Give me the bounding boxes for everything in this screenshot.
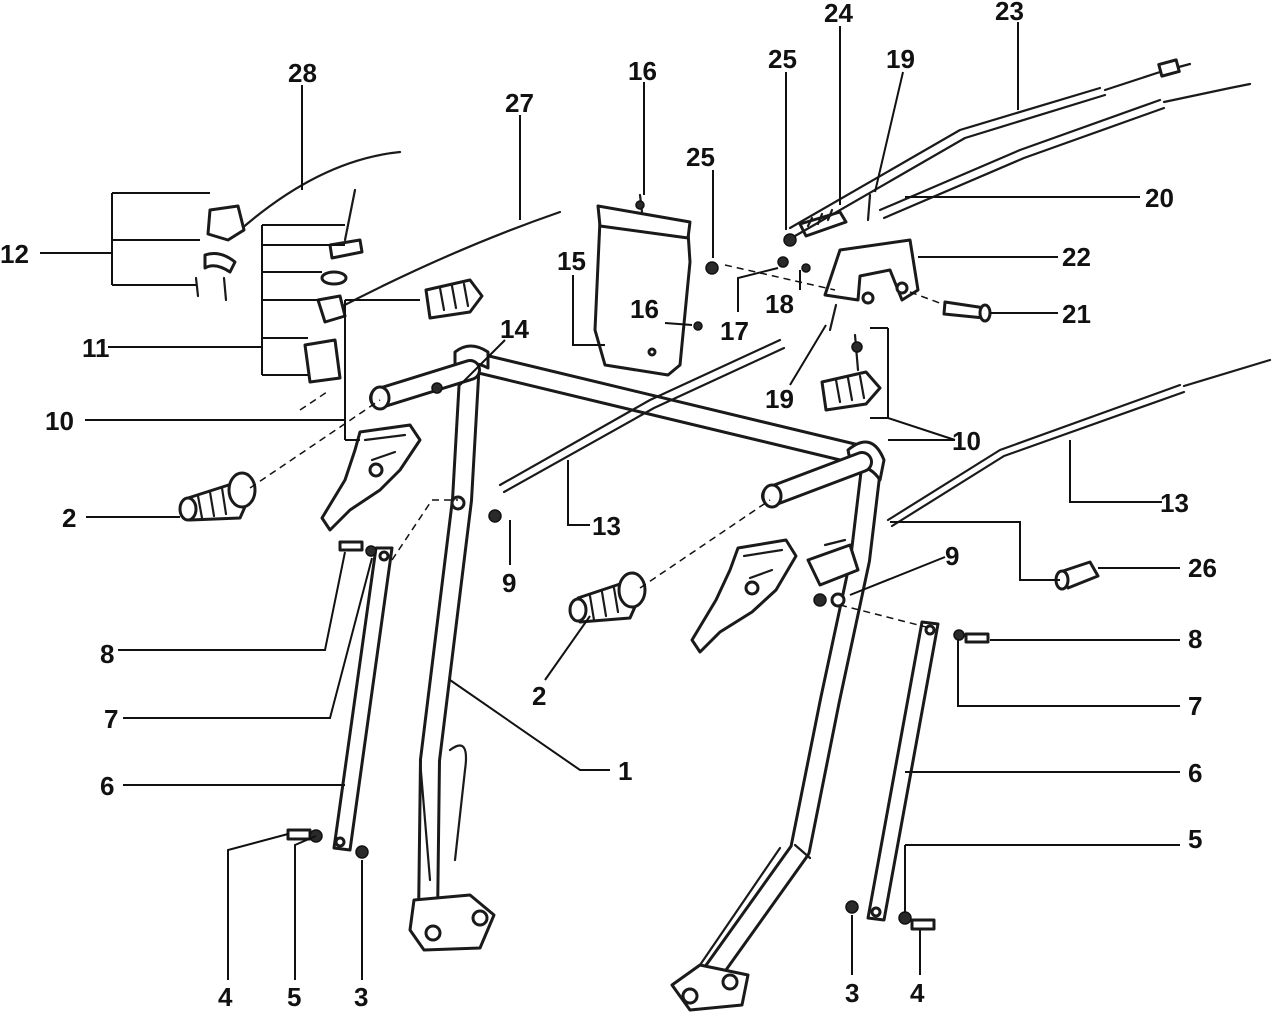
callout-27: 27 [505,88,534,118]
cable-connector [1054,560,1100,591]
callout-15: 15 [557,246,586,276]
switch-assembly [194,188,364,384]
callout-16: 16 [628,56,657,86]
callout-19: 19 [765,384,794,414]
callout-14: 14 [500,314,529,344]
callout-23: 23 [995,0,1024,26]
handle-frame [369,344,886,1012]
callout-17: 17 [720,316,749,346]
cable-bracket [823,238,920,305]
callout-26: 26 [1188,553,1217,583]
callout-22: 22 [1062,242,1091,272]
hardware [286,193,990,931]
callout-2: 2 [532,681,546,711]
callout-6: 6 [1188,758,1202,788]
callout-25: 25 [768,44,797,74]
grip-right [568,571,647,624]
strut-left [332,546,394,852]
leader-lines [40,22,1180,980]
callout-21: 21 [1062,299,1091,329]
lever-bracket-right [806,538,860,587]
callout-16: 16 [630,294,659,324]
callout-8: 8 [100,639,114,669]
shift-plate-left [424,278,484,320]
callout-6: 6 [100,771,114,801]
callout-10: 10 [45,406,74,436]
pin [942,300,992,323]
callout-3: 3 [354,982,368,1012]
callout-12: 12 [0,239,29,269]
callout-10: 10 [952,426,981,456]
callout-4: 4 [910,978,925,1008]
callout-20: 20 [1145,183,1174,213]
callout-19: 19 [886,44,915,74]
callout-18: 18 [765,289,794,319]
panel-bracket [593,204,692,377]
callout-2: 2 [62,503,76,533]
callout-7: 7 [1188,691,1202,721]
callout-9: 9 [502,568,516,598]
spring [798,208,848,238]
lever-left [320,423,422,532]
callout-9: 9 [945,541,959,571]
callout-5: 5 [1188,824,1202,854]
lever-right [690,538,798,654]
callout-11: 11 [82,333,110,363]
callout-4: 4 [218,982,233,1012]
strut-right [866,620,940,922]
callout-28: 28 [288,58,317,88]
shift-plate-right [820,333,882,412]
callout-13: 13 [1160,488,1189,518]
callout-3: 3 [845,978,859,1008]
callout-labels: 28 27 16 25 24 23 19 25 20 12 15 22 18 1… [0,0,1217,1012]
assembly-lines [249,264,946,629]
callout-8: 8 [1188,624,1202,654]
grip-left [178,471,257,522]
callout-5: 5 [287,982,301,1012]
callout-13: 13 [592,511,621,541]
callout-1: 1 [618,756,632,786]
callout-25: 25 [686,142,715,172]
callout-24: 24 [824,0,853,28]
callout-7: 7 [104,704,118,734]
